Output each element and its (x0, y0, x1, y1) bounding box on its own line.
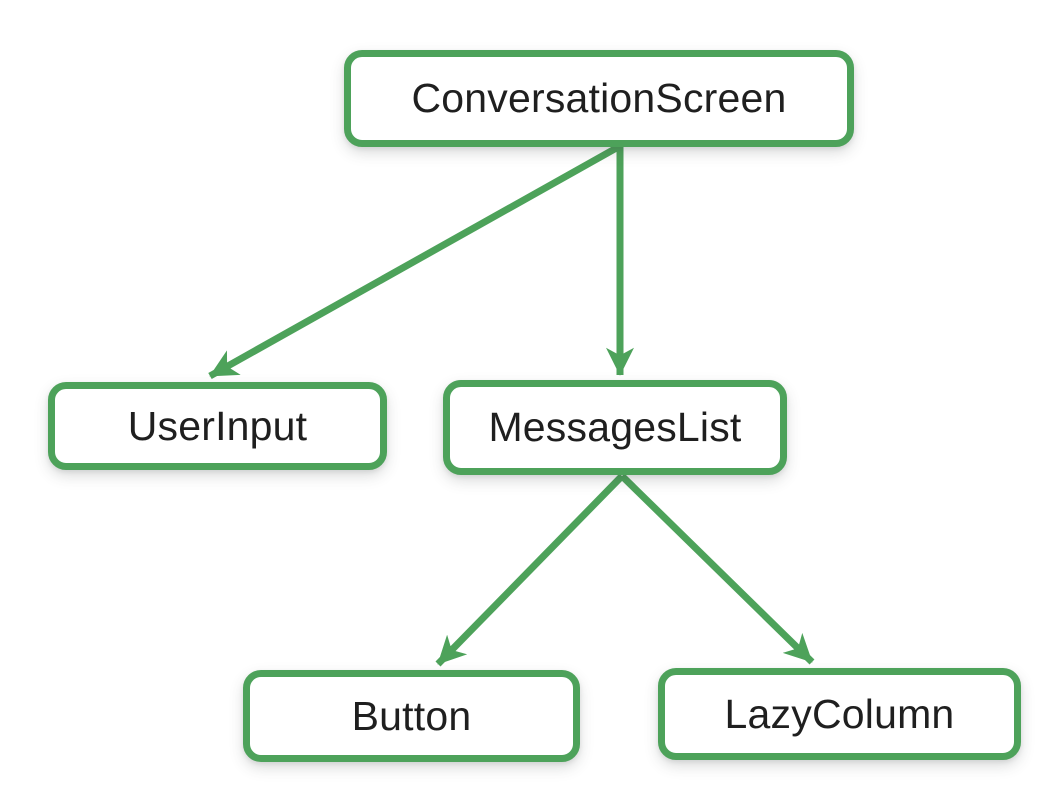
edge-conversationscreen-to-userinput (208, 142, 622, 380)
node-button: Button (243, 670, 580, 762)
edge-messageslist-to-button (435, 473, 625, 667)
node-conversationscreen-label: ConversationScreen (411, 75, 787, 121)
node-messageslist: MessagesList (443, 380, 787, 475)
edge-messageslist-to-lazycolumn (619, 473, 815, 665)
node-userinput: UserInput (48, 382, 387, 470)
node-userinput-label: UserInput (127, 402, 308, 449)
node-messageslist-label: MessagesList (488, 404, 742, 450)
node-button-label: Button (351, 692, 472, 739)
node-lazycolumn-label: LazyColumn (724, 690, 955, 737)
node-lazycolumn: LazyColumn (658, 668, 1021, 760)
node-conversationscreen: ConversationScreen (344, 50, 854, 147)
